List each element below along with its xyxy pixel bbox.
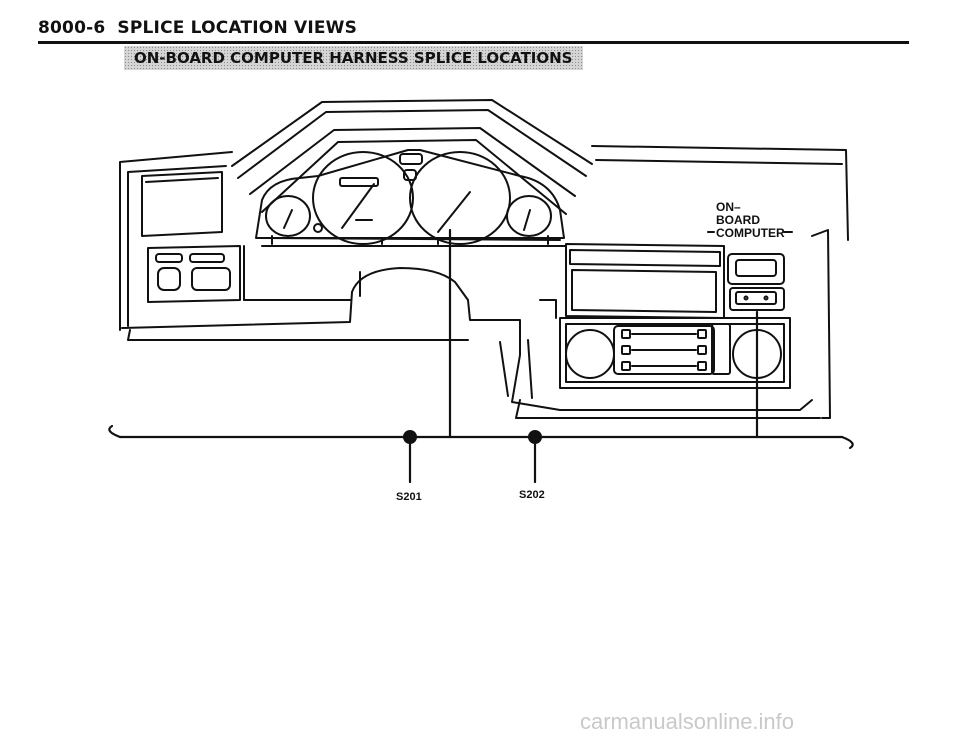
callout-line-3: COMPUTER <box>716 226 785 240</box>
splice-s202-dot <box>528 430 542 444</box>
harness-break-right <box>840 435 854 450</box>
callout-line-2: BOARD <box>716 213 760 227</box>
splice-s201-dot <box>403 430 417 444</box>
diagram-subtitle: ON-BOARD COMPUTER HARNESS SPLICE LOCATIO… <box>124 46 583 70</box>
page-number: 8000-6 <box>38 18 106 38</box>
left-switch-panel <box>147 245 241 303</box>
instrument-cluster-hood <box>231 99 593 215</box>
on-board-computer-callout: ON– BOARD COMPUTER <box>707 200 793 240</box>
page-header: 8000-6 SPLICE LOCATION VIEWS <box>38 18 357 38</box>
section-title: SPLICE LOCATION VIEWS <box>117 18 358 38</box>
climate-control-panel <box>559 317 791 389</box>
watermark: carmanualsonline.info <box>580 709 795 734</box>
wiring-harness <box>108 228 854 484</box>
header-rule <box>38 41 909 44</box>
harness-break-left <box>108 424 122 439</box>
on-board-computer-unit <box>565 243 785 319</box>
dashboard-outline <box>119 145 849 419</box>
gauge-cluster <box>255 149 567 247</box>
splice-s202-label: S202 <box>519 489 545 501</box>
callout-line-1: ON– <box>716 200 741 214</box>
center-console <box>243 245 361 301</box>
left-air-vent <box>141 171 223 237</box>
splice-s201-label: S201 <box>396 491 422 503</box>
